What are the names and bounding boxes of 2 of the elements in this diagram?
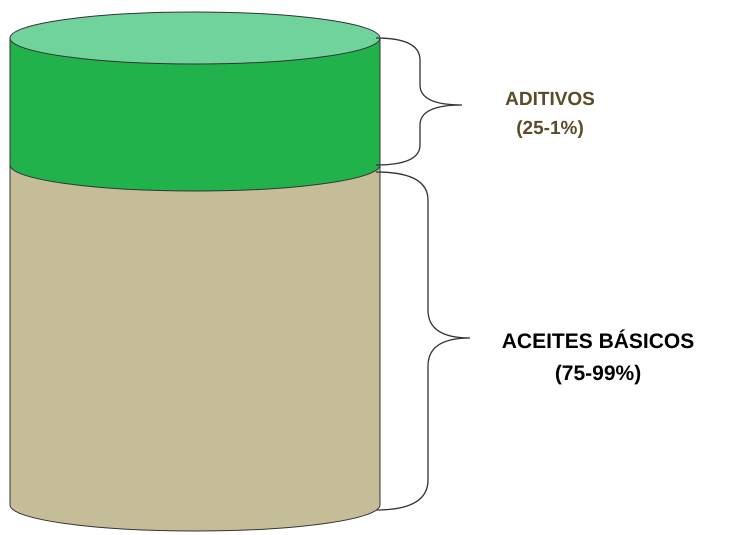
part-label: ACEITES BÁSICOS (75-99%) <box>500 328 696 386</box>
part-label: ADITIVOS (25-1%) <box>504 88 596 140</box>
